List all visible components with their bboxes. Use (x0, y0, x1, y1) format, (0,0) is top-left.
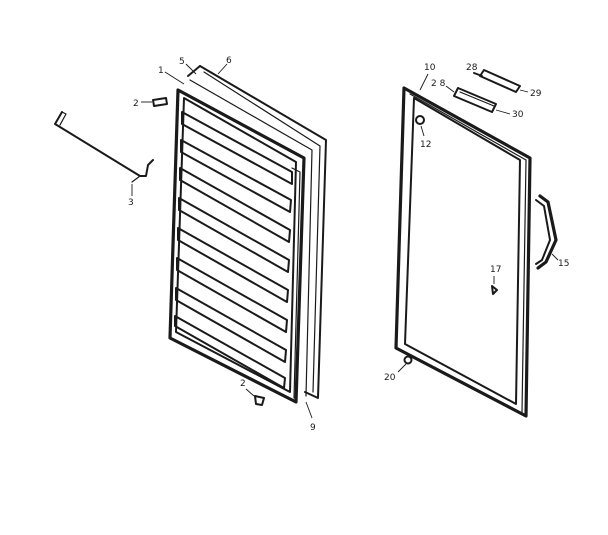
trim-strip-part: 28 29 (466, 63, 542, 99)
callout-6: 6 (226, 56, 232, 66)
callout-2-top: 2 (133, 99, 139, 109)
callout-12: 12 (420, 140, 431, 150)
screw-top-part: 2 (133, 97, 168, 109)
shelf-ribs (174, 111, 293, 389)
callout-28: 28 (466, 63, 478, 73)
clip-part: 17 (490, 265, 501, 295)
callout-20: 20 (384, 373, 396, 383)
callout-30: 30 (512, 110, 524, 120)
callout-9: 9 (310, 423, 316, 433)
screw-bottom-part: 2 (240, 379, 265, 406)
callout-29: 29 (530, 89, 542, 99)
bottom-screw-part: 20 (384, 355, 413, 383)
callout-28b: 2 8 (431, 79, 446, 89)
inner-door-liner-part (168, 65, 327, 404)
callout-5: 5 (179, 57, 185, 67)
callout-17: 17 (490, 265, 501, 275)
plug-part: 12 (415, 115, 431, 150)
hinge-cover-part: 2 8 30 (431, 79, 524, 120)
callout-10: 10 (424, 63, 436, 73)
callout-15: 15 (558, 259, 569, 269)
callout-3: 3 (128, 198, 134, 208)
wire-bracket-part: 3 (54, 111, 154, 208)
callout-2-bottom: 2 (240, 379, 246, 389)
outer-door-frame-part (394, 86, 532, 418)
callout-1: 1 (158, 66, 164, 76)
door-handle-part: 15 (535, 194, 569, 270)
